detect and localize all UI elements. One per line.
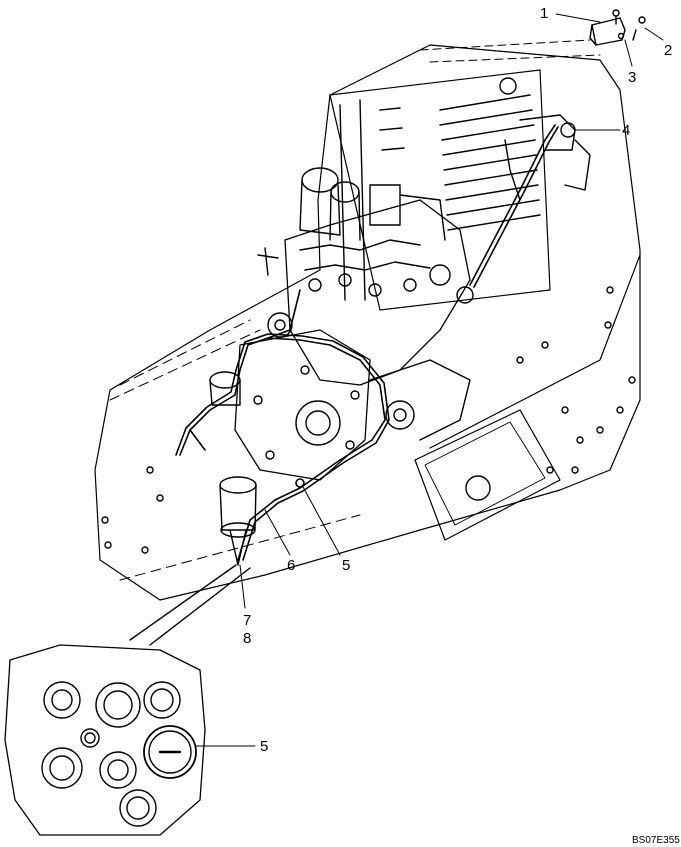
bracket-hardware (589, 9, 646, 46)
detail-inset (4, 564, 251, 836)
gear-housing (234, 312, 471, 481)
callout-7: 7 (243, 612, 251, 629)
callout-3: 3 (628, 69, 636, 86)
callout-6: 6 (287, 557, 295, 574)
callout-8: 8 (243, 630, 251, 647)
leader-lines (195, 13, 664, 747)
callout-5: 5 (342, 557, 350, 574)
figure-id: BS07E355 (632, 835, 680, 846)
callout-1: 1 (540, 5, 548, 22)
machine-frame (94, 39, 641, 601)
hydraulic-pump (209, 371, 257, 566)
callout-2: 2 (664, 42, 672, 59)
callout-5-inset: 5 (260, 738, 268, 755)
callout-4: 4 (622, 122, 630, 139)
engine-assembly (257, 167, 474, 386)
wire-harness (175, 124, 559, 561)
